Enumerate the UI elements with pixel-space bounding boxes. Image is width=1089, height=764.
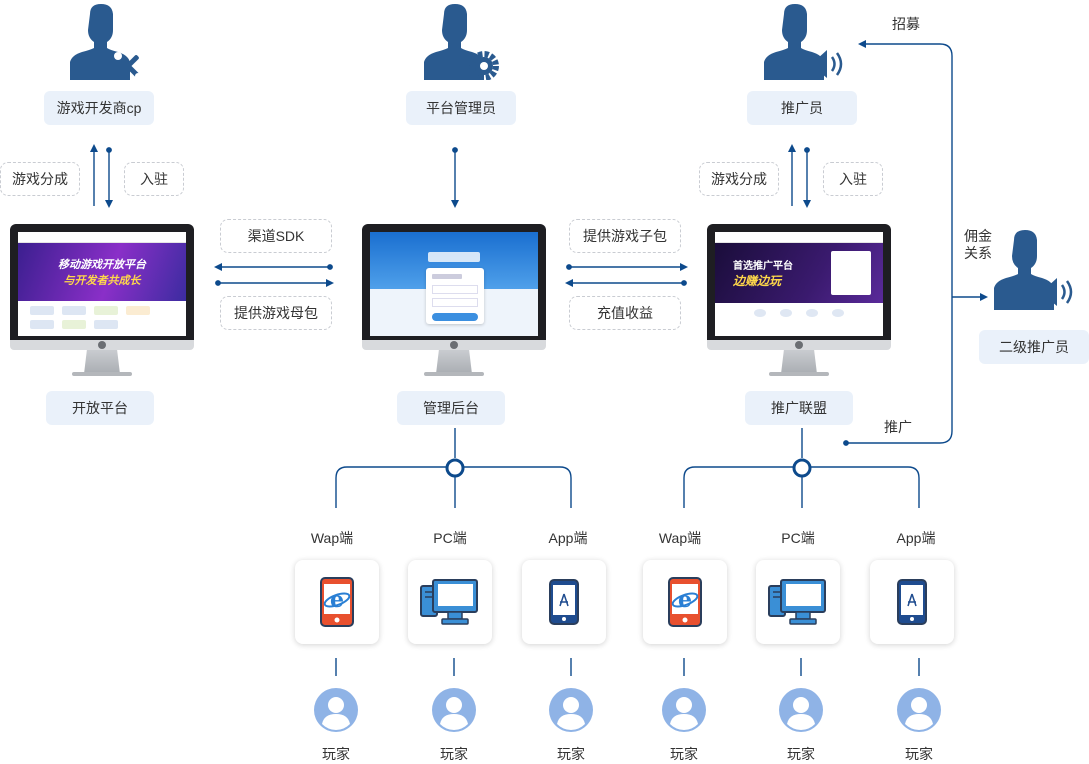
mobile-app-icon bbox=[549, 579, 579, 625]
desktop-pc-icon bbox=[768, 579, 826, 625]
desktop-pc-icon bbox=[420, 579, 478, 625]
admin-backend-monitor bbox=[362, 224, 546, 382]
pc-client-card-right bbox=[756, 560, 840, 644]
admin-label: 平台管理员 bbox=[406, 91, 516, 125]
svg-text:e: e bbox=[678, 587, 692, 613]
player-label: 玩家 bbox=[322, 746, 350, 762]
dev-join-label: 入驻 bbox=[124, 162, 184, 196]
player-avatar-icon bbox=[432, 688, 476, 732]
client-label-app-right: App端 bbox=[896, 530, 936, 546]
player-label: 玩家 bbox=[557, 746, 585, 762]
player-avatar-icon bbox=[662, 688, 706, 732]
client-label-wap-left: Wap端 bbox=[310, 530, 354, 546]
mobile-app-icon bbox=[897, 579, 927, 625]
developer-wrench-icon bbox=[70, 4, 144, 80]
client-label-wap-right: Wap端 bbox=[658, 530, 702, 546]
admin-gear-icon bbox=[424, 4, 500, 81]
recruit-label: 招募 bbox=[892, 16, 920, 32]
svg-text:e: e bbox=[330, 587, 344, 613]
mobile-ie-icon: e bbox=[320, 577, 354, 627]
player-label: 玩家 bbox=[787, 746, 815, 762]
player-label: 玩家 bbox=[670, 746, 698, 762]
pc-client-card-left bbox=[408, 560, 492, 644]
player-avatar-icon bbox=[779, 688, 823, 732]
mobile-ie-icon: e bbox=[668, 577, 702, 627]
admin-backend-screen bbox=[370, 232, 538, 336]
client-label-app-left: App端 bbox=[548, 530, 588, 546]
player-avatar-icon bbox=[549, 688, 593, 732]
promo-revenue-share-label: 游戏分成 bbox=[699, 162, 779, 196]
sub-promoter-label: 二级推广员 bbox=[979, 330, 1089, 364]
open-banner-line2: 与开发者共成长 bbox=[63, 275, 141, 287]
promotion-union-screen: 首选推广平台 边赚边玩 bbox=[715, 232, 883, 336]
promotion-union-label: 推广联盟 bbox=[745, 391, 853, 425]
promoter-speaker-icon bbox=[764, 4, 848, 80]
promo-join-label: 入驻 bbox=[823, 162, 883, 196]
open-banner-line1: 移动游戏开放平台 bbox=[58, 259, 146, 271]
open-platform-label: 开放平台 bbox=[46, 391, 154, 425]
union-banner-line1: 首选推广平台 bbox=[733, 261, 793, 272]
open-platform-screen: 移动游戏开放平台 与开发者共成长 bbox=[18, 232, 186, 336]
mother-pack-label: 提供游戏母包 bbox=[220, 296, 332, 330]
channel-sdk-label: 渠道SDK bbox=[220, 219, 332, 253]
player-avatar-icon bbox=[897, 688, 941, 732]
client-label-pc-right: PC端 bbox=[781, 530, 815, 546]
developer-label: 游戏开发商cp bbox=[44, 91, 154, 125]
promoter-label: 推广员 bbox=[747, 91, 857, 125]
client-label-pc-left: PC端 bbox=[433, 530, 467, 546]
promote-label: 推广 bbox=[884, 419, 912, 435]
sub-pack-label: 提供游戏子包 bbox=[569, 219, 681, 253]
player-avatar-icon bbox=[314, 688, 358, 732]
wap-client-card-right: e bbox=[643, 560, 727, 644]
recharge-income-label: 充值收益 bbox=[569, 296, 681, 330]
player-label: 玩家 bbox=[905, 746, 933, 762]
open-platform-monitor: 移动游戏开放平台 与开发者共成长 bbox=[10, 224, 194, 382]
promotion-union-monitor: 首选推广平台 边赚边玩 bbox=[707, 224, 891, 382]
dev-revenue-share-label: 游戏分成 bbox=[0, 162, 80, 196]
app-client-card-left bbox=[522, 560, 606, 644]
app-client-card-right bbox=[870, 560, 954, 644]
player-label: 玩家 bbox=[440, 746, 468, 762]
wap-client-card-left: e bbox=[295, 560, 379, 644]
commission-label-1: 佣金 bbox=[964, 228, 992, 244]
commission-label-2: 关系 bbox=[964, 245, 992, 261]
admin-backend-label: 管理后台 bbox=[397, 391, 505, 425]
sub-promoter-speaker-icon bbox=[994, 230, 1078, 310]
union-banner-line2: 边赚边玩 bbox=[733, 274, 782, 288]
